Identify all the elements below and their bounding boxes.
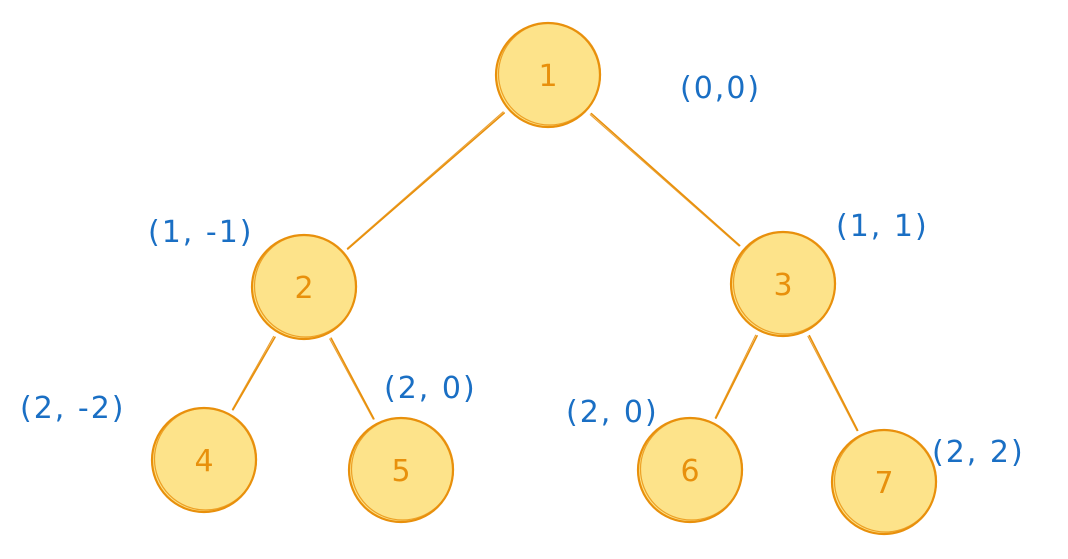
tree-node-7: 7 xyxy=(830,428,938,536)
edge-3-6 xyxy=(714,334,758,419)
coord-label-node-5: (2, 0) xyxy=(384,371,477,406)
edge-2-5 xyxy=(329,337,375,420)
edge-1-2 xyxy=(346,111,506,250)
edges-layer xyxy=(231,111,859,432)
coord-label-node-6: (2, 0) xyxy=(566,395,659,430)
nodes-layer: 1 2 3 4 5 6 7 xyxy=(150,21,938,536)
edge-3-7 xyxy=(807,334,859,432)
node-label: 1 xyxy=(538,59,557,94)
node-label: 6 xyxy=(680,454,699,489)
coords-layer: (0,0) (1, -1) (1, 1) (2, -2) (2, 0) (2, 0) (2,… xyxy=(20,71,1025,470)
coord-label-node-7: (2, 2) xyxy=(932,435,1025,470)
coord-label-node-3: (1, 1) xyxy=(836,209,929,244)
edge-2-4 xyxy=(231,335,276,411)
node-label: 2 xyxy=(294,271,313,306)
tree-node-2: 2 xyxy=(250,233,358,341)
node-label: 5 xyxy=(391,454,410,489)
tree-node-5: 5 xyxy=(347,416,455,524)
edge-1-3 xyxy=(589,112,741,247)
coord-label-node-4: (2, -2) xyxy=(20,391,125,426)
coord-label-node-1: (0,0) xyxy=(680,71,761,106)
node-label: 7 xyxy=(874,466,893,501)
coord-label-node-2: (1, -1) xyxy=(148,215,253,250)
tree-node-3: 3 xyxy=(729,230,837,338)
node-label: 3 xyxy=(773,268,792,303)
node-label: 4 xyxy=(194,444,213,479)
tree-node-4: 4 xyxy=(150,406,258,514)
tree-node-6: 6 xyxy=(636,416,744,524)
tree-node-1: 1 xyxy=(494,21,602,129)
